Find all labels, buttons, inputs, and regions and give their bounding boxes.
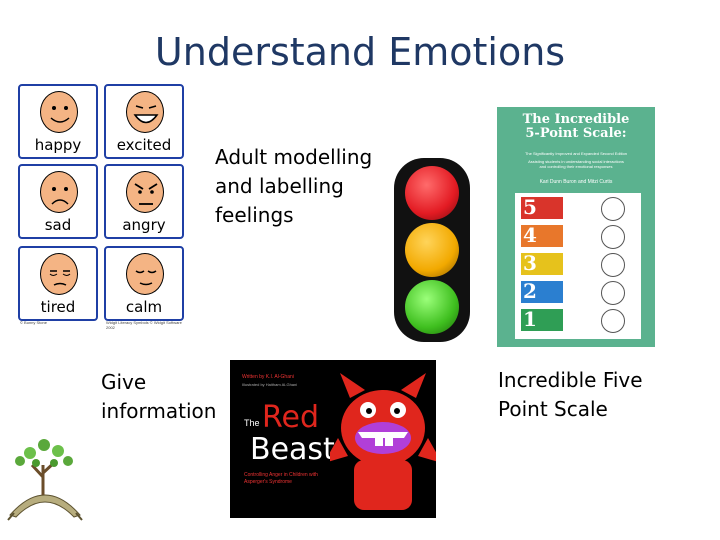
scale-chart: 5 4 3 2 1 — [515, 193, 641, 339]
traffic-light-icon — [394, 158, 470, 342]
card-sad: sad — [18, 164, 98, 239]
face-doodle-icon — [601, 281, 625, 305]
scale-row: 2 — [521, 279, 563, 303]
card-label: happy — [34, 136, 82, 154]
card-label: angry — [122, 216, 166, 234]
card-tired: tired — [18, 246, 98, 321]
face-doodle-icon — [601, 253, 625, 277]
scale-number: 3 — [523, 251, 537, 275]
beast-title-beast: Beast — [250, 432, 335, 467]
angry-face-icon — [126, 171, 164, 213]
book-authors: Kari Dunn Buron and Mitzi Curtis — [539, 179, 613, 185]
card-label: excited — [116, 136, 172, 154]
face-doodle-icon — [601, 197, 625, 221]
card-label: sad — [44, 216, 72, 234]
book-tagline: Assisting students in understanding soci… — [528, 159, 624, 169]
cards-footer-right: Widgit Literacy Symbols © Widgit Softwar… — [106, 320, 182, 330]
beast-title-red: Red — [262, 400, 319, 435]
beast-illustrator: Illustrated by Haitham Al-Ghani — [242, 382, 298, 387]
scale-row: 5 — [521, 195, 563, 219]
book-subtitle: The Significantly Improved and Expanded … — [524, 151, 628, 156]
beast-author: Written by K.I. Al-Ghani — [242, 374, 294, 380]
five-point-scale-book-cover: The Incredible 5-Point Scale: The Signif… — [497, 107, 655, 347]
calm-face-icon — [126, 253, 164, 295]
book-title: The Incredible 5-Point Scale: — [522, 112, 630, 141]
face-doodle-icon — [601, 225, 625, 249]
beast-title-the: The — [244, 418, 260, 428]
tree-bridge-logo-icon — [7, 439, 83, 521]
card-angry: angry — [104, 164, 184, 239]
beast-tagline: Controlling Anger in Children with Asper… — [244, 472, 318, 485]
scale-number: 5 — [523, 195, 537, 219]
caption-give-information: Give information — [101, 370, 217, 423]
scale-row: 3 — [521, 251, 563, 275]
scale-number: 1 — [523, 307, 537, 331]
slide-title: Understand Emotions — [154, 30, 566, 74]
scale-row: 1 — [521, 307, 563, 331]
red-lamp — [405, 166, 459, 220]
card-calm: calm — [104, 246, 184, 321]
red-beast-book-cover: Written by K.I. Al-Ghani Illustrated by … — [230, 360, 436, 518]
card-excited: excited — [104, 84, 184, 159]
caption-five-point-scale: Incredible Five Point Scale — [498, 368, 643, 421]
scale-number: 4 — [523, 223, 537, 247]
emotion-cards-image: happy excited sad angry tired calm © Bun… — [18, 84, 188, 330]
scale-number: 2 — [523, 279, 537, 303]
amber-lamp — [405, 223, 459, 277]
scale-row: 4 — [521, 223, 563, 247]
card-label: calm — [125, 298, 163, 316]
caption-adult-modelling: Adult modelling and labelling feelings — [215, 145, 373, 227]
sad-face-icon — [40, 171, 78, 213]
card-happy: happy — [18, 84, 98, 159]
happy-face-icon — [40, 91, 78, 133]
red-beast-monster-icon — [330, 373, 436, 510]
card-label: tired — [40, 298, 76, 316]
excited-face-icon — [126, 91, 164, 133]
green-lamp — [405, 280, 459, 334]
face-doodle-icon — [601, 309, 625, 333]
tired-face-icon — [40, 253, 78, 295]
cards-footer-left: © Bunny Stone — [20, 320, 47, 325]
